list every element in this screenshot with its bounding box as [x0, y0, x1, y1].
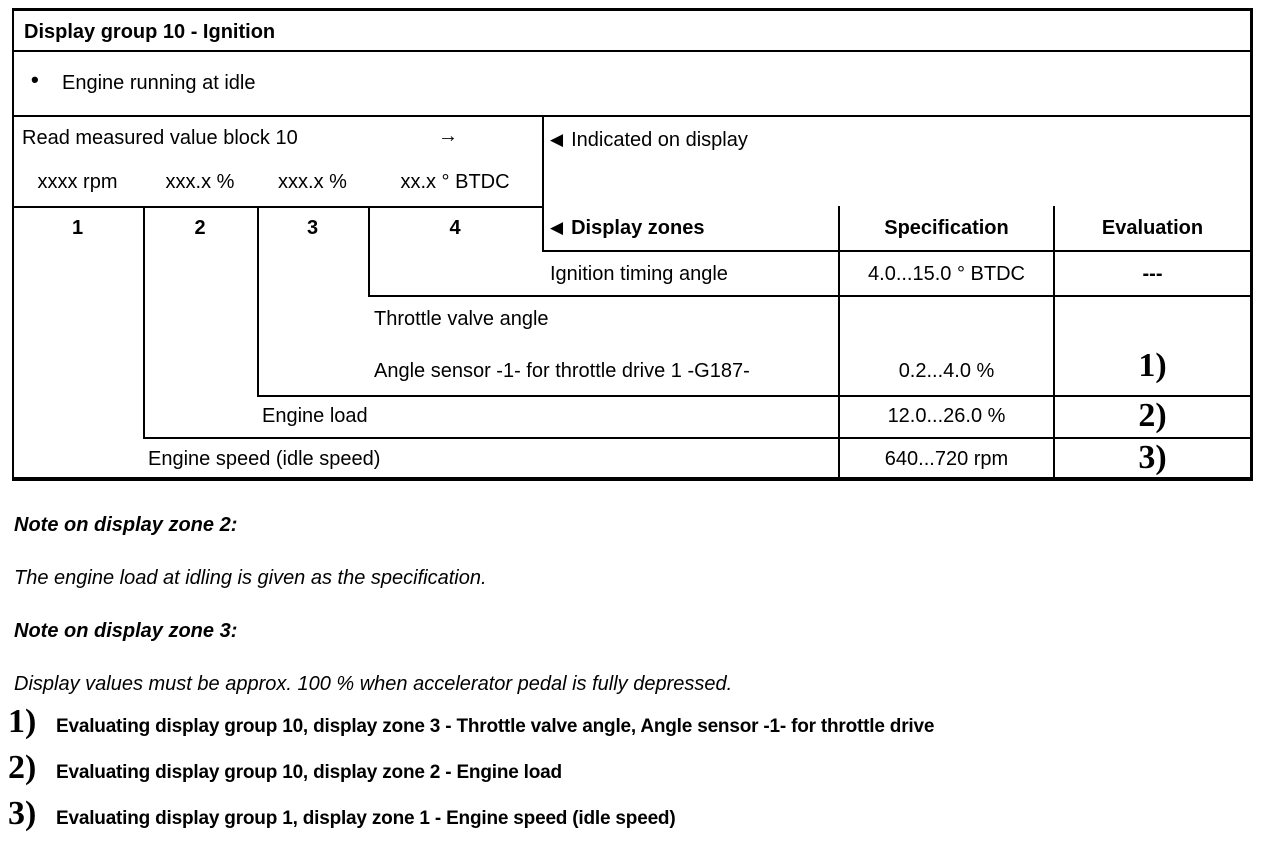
indicated-on-display-label: Indicated on display: [571, 129, 748, 151]
footnote-1-marker: 1): [8, 703, 37, 740]
unit-zone-3: xxx.x %: [278, 171, 347, 193]
footnote-3-text: Evaluating display group 1, display zone…: [56, 808, 676, 829]
row-label-engine-speed: Engine speed (idle speed): [148, 448, 381, 470]
note-body-zone-2: The engine load at idling is given as th…: [14, 567, 487, 589]
unit-zone-4: xx.x ° BTDC: [400, 171, 510, 193]
footnote-2-marker: 2): [8, 749, 37, 786]
condition-text: Engine running at idle: [62, 72, 256, 94]
pointer-left-icon: ◀: [550, 130, 564, 149]
read-block-label: Read measured value block 10: [22, 127, 298, 149]
spec-ignition-timing-angle: 4.0...15.0 ° BTDC: [868, 263, 1025, 285]
row-label-throttle-valve-angle: Throttle valve angle: [374, 308, 549, 330]
display-zones-header: ◀ Display zones: [550, 216, 704, 240]
bullet-icon: •: [31, 67, 39, 92]
footnote-3-marker: 3): [8, 795, 37, 832]
rule-title-bottom: [12, 50, 1252, 52]
spec-angle-sensor: 0.2...4.0 %: [898, 360, 995, 382]
footnote-3: 3) Evaluating display group 1, display z…: [8, 795, 676, 833]
footnote-2-text: Evaluating display group 10, display zon…: [56, 762, 562, 783]
rule-anglesensor-row-bottom: [257, 395, 1253, 397]
rule-engineload-row-bottom: [143, 437, 1253, 439]
eval-footnote-ref-2: 2): [1138, 397, 1167, 434]
zone-number-3: 3: [306, 217, 319, 239]
rule-vertical-spec-left: [838, 206, 840, 477]
table-border-left: [12, 8, 14, 481]
pointer-left-icon: ◀: [550, 218, 564, 237]
footnote-2: 2) Evaluating display group 10, display …: [8, 749, 562, 787]
eval-footnote-ref-3: 3): [1138, 439, 1167, 476]
rule-units-bottom: [12, 206, 544, 208]
unit-zone-1: xxxx rpm: [37, 171, 118, 193]
row-label-engine-load: Engine load: [262, 405, 368, 427]
table-border-right: [1250, 8, 1253, 481]
rule-vertical-zone2-3: [257, 206, 259, 395]
row-label-angle-sensor: Angle sensor -1- for throttle drive 1 -G…: [374, 360, 750, 382]
rule-ignition-row-bottom: [368, 295, 1253, 297]
rule-condition-bottom: [12, 115, 1252, 117]
display-zones-label: Display zones: [571, 217, 705, 239]
spec-engine-speed: 640...720 rpm: [884, 448, 1009, 470]
note-body-zone-3: Display values must be approx. 100 % whe…: [14, 673, 733, 695]
spec-engine-load: 12.0...26.0 %: [887, 405, 1006, 427]
zone-number-1: 1: [71, 217, 84, 239]
rule-vertical-readcell: [542, 115, 544, 252]
table-border-bottom: [12, 477, 1253, 481]
table-border-top: [12, 8, 1253, 11]
eval-footnote-ref-1: 1): [1138, 347, 1167, 384]
note-heading-zone-2: Note on display zone 2:: [14, 514, 238, 536]
row-label-ignition-timing-angle: Ignition timing angle: [550, 263, 728, 285]
rule-vertical-zone3-4: [368, 206, 370, 295]
unit-zone-2: xxx.x %: [165, 171, 235, 193]
eval-ignition-timing-angle: ---: [1142, 263, 1163, 285]
specification-header: Specification: [884, 217, 1009, 239]
rule-zonesheader-bottom: [542, 250, 1253, 252]
evaluation-header: Evaluation: [1101, 217, 1204, 239]
footnote-1-text: Evaluating display group 10, display zon…: [56, 716, 935, 737]
zone-number-4: 4: [449, 217, 461, 239]
page-title: Display group 10 - Ignition: [24, 21, 276, 43]
rule-vertical-eval-left: [1053, 206, 1055, 477]
footnote-1: 1) Evaluating display group 10, display …: [8, 703, 934, 741]
note-heading-zone-3: Note on display zone 3:: [14, 620, 238, 642]
rule-vertical-zone1-2: [143, 206, 145, 437]
indicated-on-display: ◀ Indicated on display: [550, 128, 748, 152]
zone-number-2: 2: [194, 217, 206, 239]
right-arrow-icon: →: [438, 125, 458, 147]
